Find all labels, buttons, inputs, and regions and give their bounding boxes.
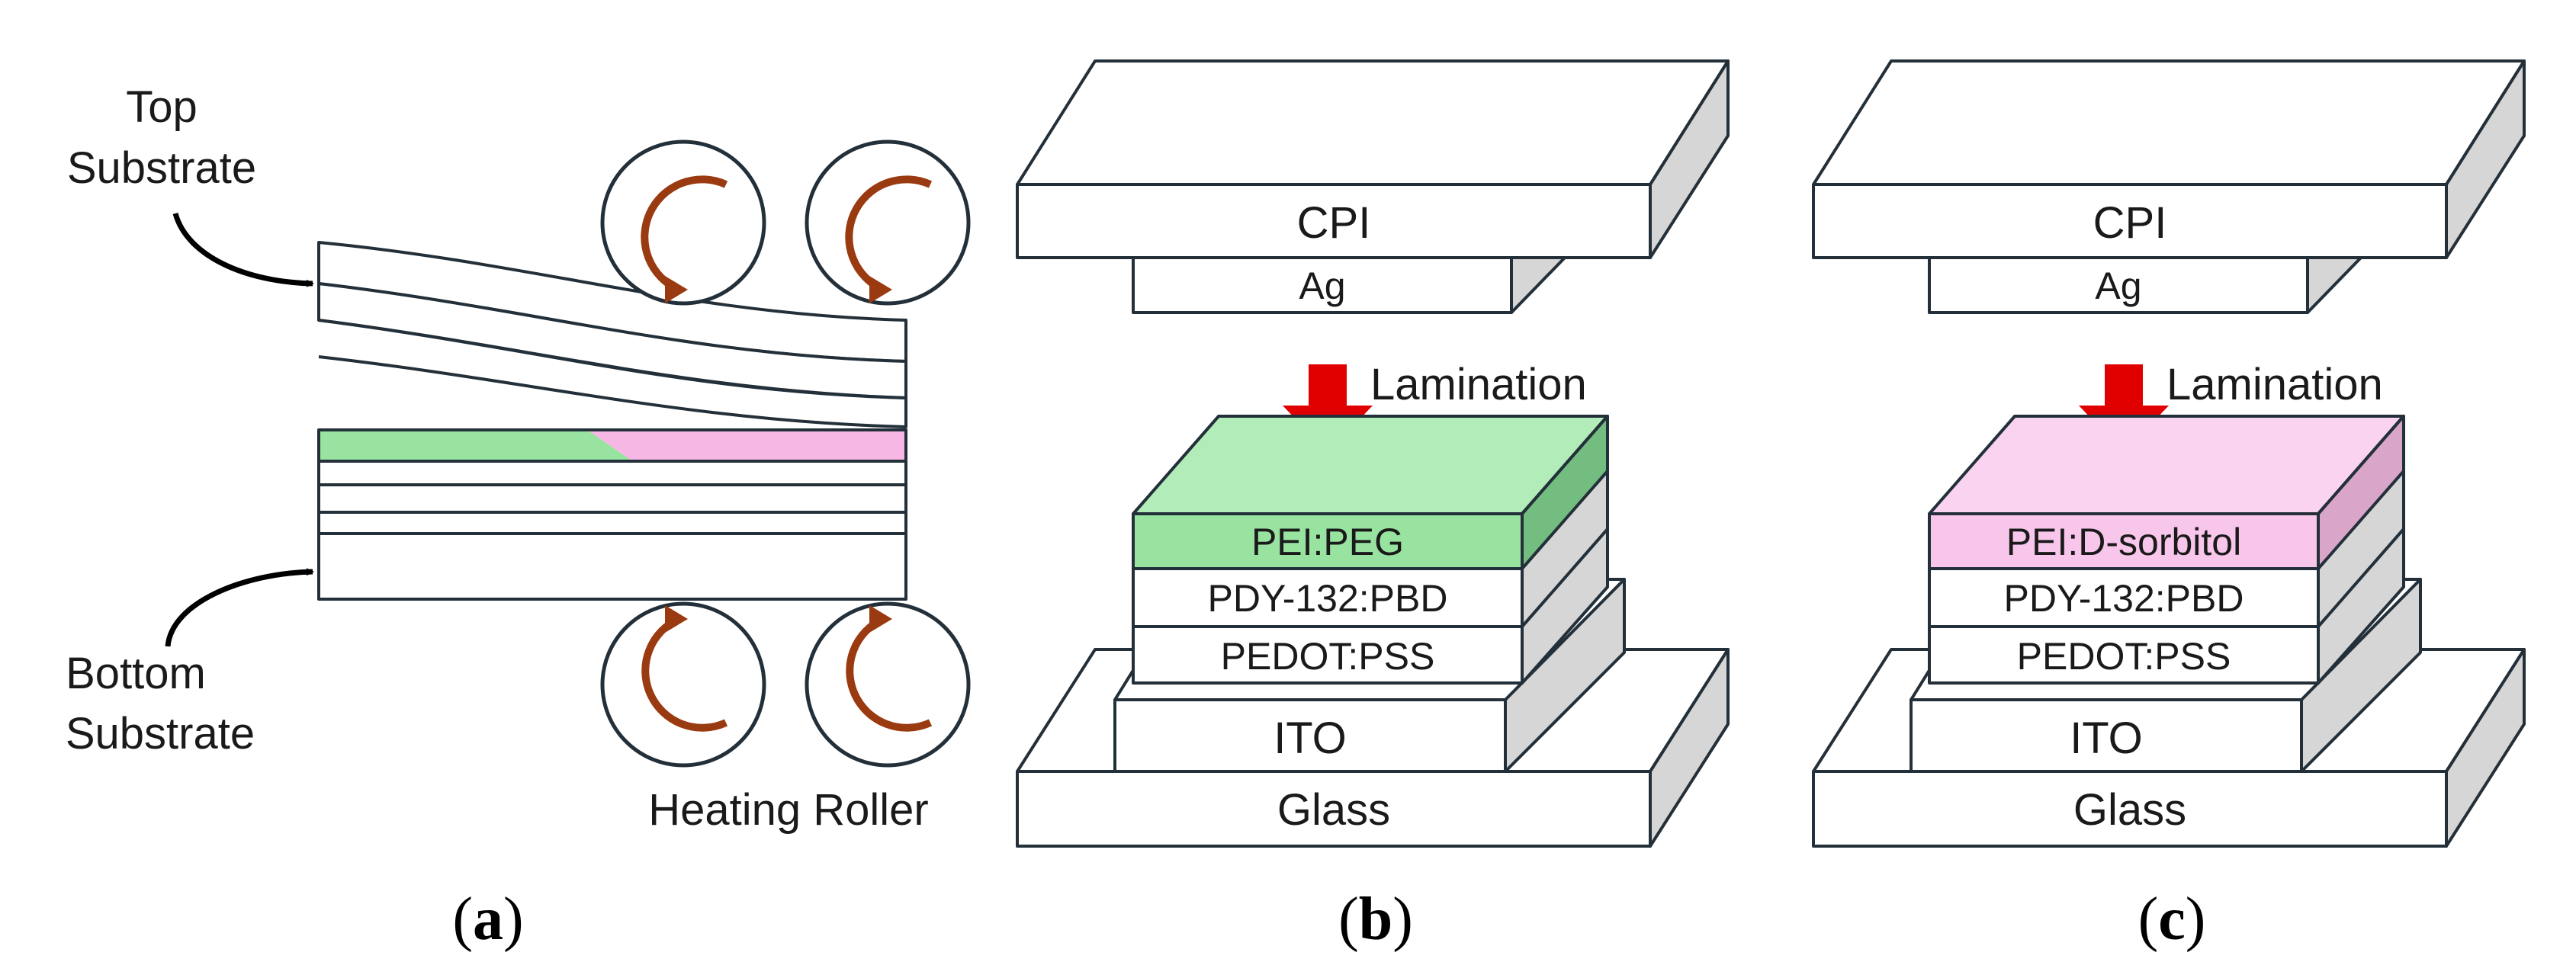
ito-layer — [1910, 698, 2303, 773]
top-substrate-pointer-arrow — [172, 213, 314, 287]
top-substrate-label-line1: Top — [126, 82, 198, 132]
caption-c: (c) — [2138, 886, 2206, 953]
lamination-arrow — [2079, 364, 2169, 453]
bottom-substrate-label-line1: Bottom — [66, 649, 206, 698]
panel-b: CPI Ag Lamination Glass ITO PEI:PEG PDY-… — [1016, 59, 1730, 953]
lamination-label: Lamination — [1370, 360, 1587, 409]
cpi-label: CPI — [1297, 198, 1371, 248]
caption-a-close: ) — [503, 886, 524, 953]
cpi-top-face — [1812, 59, 2526, 186]
lamination-arrow — [1283, 364, 1373, 453]
ag-side-face — [2306, 256, 2362, 314]
pedot-pss-label: PEDOT:PSS — [1221, 635, 1435, 678]
ito-layer — [1113, 698, 1507, 773]
caption-b-close: ) — [1392, 886, 1413, 953]
pdy-132-pbd-label: PDY-132:PBD — [2004, 577, 2244, 620]
top-substrate-label-line2: Substrate — [67, 143, 256, 193]
top-substrate-film-bottom-edge — [318, 319, 907, 428]
caption-a: (a) — [452, 886, 523, 953]
ag-side-face — [1510, 256, 1566, 314]
pedot-pss-layer — [1928, 625, 2320, 685]
pedot-pss-layer — [1132, 625, 1524, 685]
caption-a-open: ( — [452, 886, 473, 953]
caption-c-letter: c — [2158, 886, 2186, 953]
pei-peg-label: PEI:PEG — [1251, 521, 1404, 563]
pdy-132-pbd-label: PDY-132:PBD — [1208, 577, 1448, 620]
side-divider-pdy — [2317, 527, 2405, 628]
glass-label: Glass — [2073, 785, 2186, 835]
caption-b-open: ( — [1338, 886, 1359, 953]
glass-label: Glass — [1277, 785, 1390, 835]
pedot-pss-label: PEDOT:PSS — [2017, 635, 2231, 678]
ito-label: ITO — [2070, 713, 2143, 763]
pdy-132-pbd-layer — [1928, 567, 2320, 628]
bottom-substrate-pointer-arrow — [165, 568, 314, 647]
cpi-layer — [1016, 183, 1652, 259]
heating-roller-top-right — [805, 139, 971, 306]
heating-roller-bottom-right — [805, 601, 971, 768]
heating-roller-label: Heating Roller — [648, 785, 929, 835]
caption-b: (b) — [1338, 886, 1413, 953]
heating-roller-bottom-left — [600, 601, 766, 768]
pei-peg-layer — [1132, 512, 1524, 570]
cpi-top-face — [1016, 59, 1730, 186]
pei-sorbitol-layer — [1928, 512, 2320, 570]
peg-coating-strip — [319, 430, 633, 461]
glass-layer — [1016, 770, 1652, 848]
side-divider-pdy — [1521, 527, 1609, 628]
caption-b-letter: b — [1359, 886, 1393, 953]
panel-a: Top Substrate Bottom Substrate — [66, 82, 971, 953]
caption-c-close: ) — [2186, 886, 2206, 953]
pei-sorbitol-label: PEI:D-sorbitol — [2006, 521, 2241, 563]
ito-label: ITO — [1274, 713, 1347, 763]
heating-roller-top-left — [600, 139, 766, 306]
caption-c-open: ( — [2138, 886, 2159, 953]
bottom-substrate-label-line2: Substrate — [66, 709, 255, 758]
sorbitol-coating-strip — [587, 430, 906, 461]
bottom-substrate-stack — [317, 428, 907, 601]
cpi-label: CPI — [2093, 198, 2167, 248]
panel-c: CPI Ag Lamination Glass ITO PEI:D-sorbit… — [1812, 59, 2526, 953]
ag-label: Ag — [2095, 265, 2141, 307]
ag-layer — [1928, 256, 2309, 314]
caption-a-letter: a — [473, 886, 503, 953]
ag-layer — [1132, 256, 1513, 314]
ag-label: Ag — [1299, 265, 1345, 307]
lamination-label: Lamination — [2166, 360, 2383, 409]
